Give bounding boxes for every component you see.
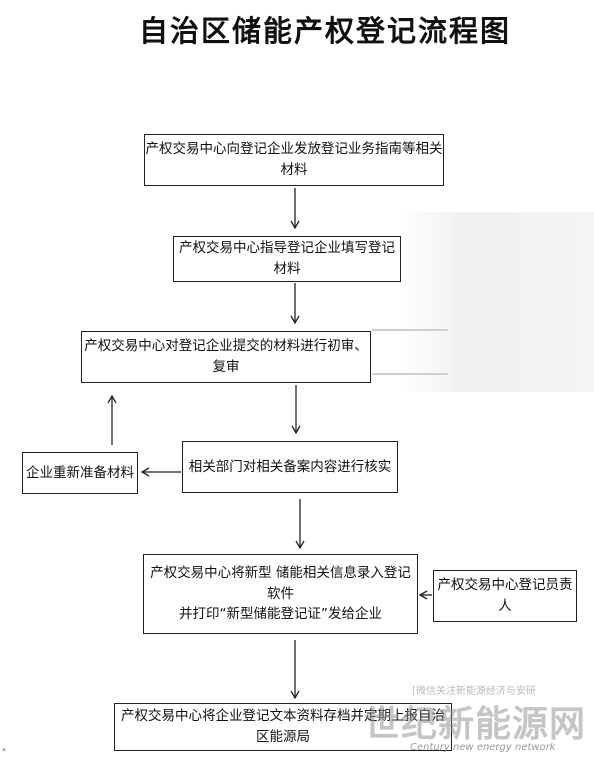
step1-label: 产权交易中心向登记企业发放登记业务指南等相关材料 [145,141,443,178]
step5-label-line1: 产权交易中心将新型 储能相关信息录入登记软件 [150,564,411,602]
step2-label: 产权交易中心指导登记企业填写登记材料 [179,240,395,277]
scan-smudge [398,212,594,392]
watermark-top-text: [微信关注新能源经济与安研 [412,686,536,697]
step5-box: 产权交易中心将新型 储能相关信息录入登记软件 并打印“新型储能登记证”发给企业 [143,554,418,634]
step4-label: 相关部门对相关备案内容进行核实 [188,458,392,475]
responsible-label: 产权交易中心登记员责人 [437,577,573,614]
responsible-box: 产权交易中心登记员责人 [433,570,577,622]
corner-mark: " [2,748,7,758]
step6-label: 产权交易中心将企业登记文本资料存档并定期上报自治区能源局 [121,708,445,745]
step1-box: 产权交易中心向登记企业发放登记业务指南等相关材料 [144,134,444,186]
watermark-subtitle: Century new energy network [410,742,556,753]
watermark-logo: 世纪新能源网 [364,703,587,745]
page-title: 自治区储能产权登记流程图 [138,14,511,48]
resubmit-box: 企业重新准备材料 [22,452,138,494]
resubmit-label: 企业重新准备材料 [26,464,134,481]
step4-box: 相关部门对相关备案内容进行核实 [182,441,398,493]
step5-label-line2: 并打印“新型储能登记证”发给企业 [179,606,382,623]
step2-box: 产权交易中心指导登记企业填写登记材料 [173,236,401,282]
step3-label: 产权交易中心对登记企业提交的材料进行初审、复审 [84,338,368,375]
step6-box: 产权交易中心将企业登记文本资料存档并定期上报自治区能源局 [114,703,452,751]
step3-box: 产权交易中心对登记企业提交的材料进行初审、复审 [81,331,371,383]
